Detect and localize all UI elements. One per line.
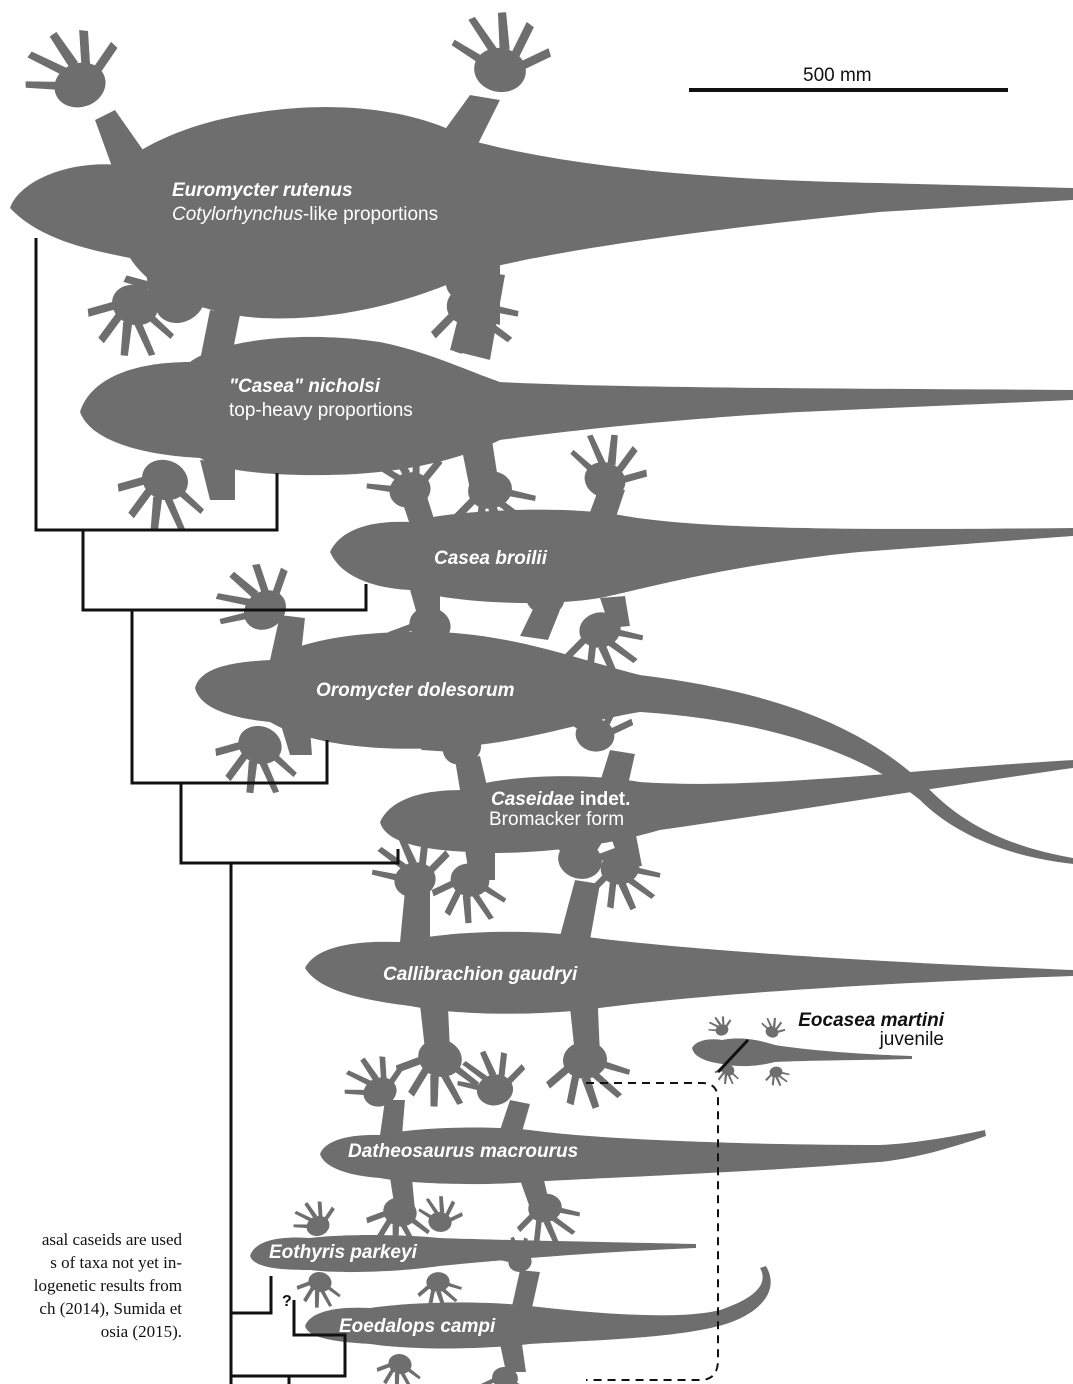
caption-line: s of taxa not yet in-: [50, 1253, 182, 1272]
caption-line: osia (2015).: [100, 1322, 182, 1341]
taxon-note-casea-nicholsi: top-heavy proportions: [229, 400, 413, 421]
tree-node-eothyris: [231, 1276, 273, 1315]
uncertainty-mark: ?: [282, 1293, 292, 1310]
tree-eocasea-branch: [716, 1038, 750, 1074]
caption-line: ch (2014), Sumida et: [39, 1299, 182, 1318]
taxon-name-oromycter: Oromycter dolesorum: [316, 680, 515, 701]
silhouette-eoedalops: [305, 1232, 771, 1384]
taxon-name-callibrachion: Callibrachion gaudryi: [383, 964, 578, 985]
tree-node-1: [34, 238, 279, 532]
silhouette-eocasea: [692, 1012, 912, 1089]
caption-line: logenetic results from: [33, 1276, 182, 1295]
silhouette-caseidae-indet: [380, 685, 1073, 930]
taxon-name-eoedalops: Eoedalops campi: [339, 1316, 496, 1337]
taxon-name-casea-nicholsi: "Casea" nicholsi: [229, 376, 381, 397]
taxon-name-eothyris: Eothyris parkeyi: [269, 1242, 417, 1263]
scale-bar-label: 500 mm: [803, 65, 872, 86]
tree-node-eoedalops: [292, 1300, 347, 1358]
tree-stem-base: [231, 1358, 347, 1378]
figure-caption-fragment: asal caseids are used s of taxa not yet …: [0, 1228, 182, 1343]
scale-bar: [689, 88, 1008, 92]
silhouette-eothyris: [250, 1192, 696, 1314]
silhouette-datheosaurus: [320, 1044, 986, 1258]
tree-dashed-link: [586, 1082, 719, 1381]
taxon-name-eocasea: Eocasea martini: [798, 1010, 944, 1031]
taxon-name-datheosaurus: Datheosaurus macrourus: [348, 1141, 579, 1162]
taxon-note-euromycter: Cotylorhynchus-like proportions: [172, 204, 439, 225]
tree-node-2: [81, 530, 368, 612]
silhouette-callibrachion: [305, 800, 1073, 1118]
silhouette-oromycter: [195, 545, 1073, 864]
taxon-note-caseidae-indet: Bromacker form: [489, 809, 625, 830]
caption-line: asal caseids are used: [41, 1230, 182, 1249]
tree-node-3: [130, 610, 329, 785]
tree-node-4: [179, 783, 400, 865]
taxon-name-caseidae-indet: Caseidae indet.: [491, 789, 631, 810]
silhouette-casea-nicholsi: [80, 212, 1073, 546]
phylogeny-tree: [34, 238, 750, 1384]
taxon-name-euromycter: Euromycter rutenus: [172, 180, 353, 201]
taxon-name-casea-broilii: Casea broilii: [434, 548, 547, 569]
taxon-note-eocasea: juvenile: [879, 1029, 944, 1050]
